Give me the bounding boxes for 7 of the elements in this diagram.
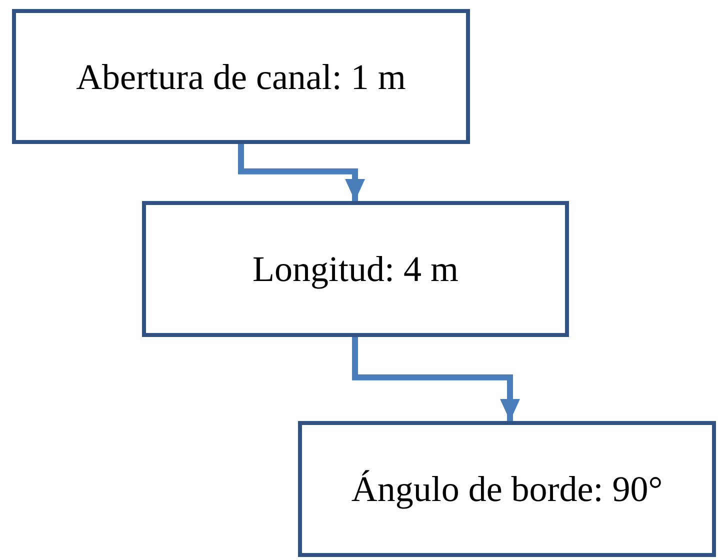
box-label: Longitud: 4 m xyxy=(252,248,458,290)
process-box xyxy=(12,9,470,144)
box-label: Ángulo de borde: 90° xyxy=(351,468,663,510)
arrow xyxy=(352,337,520,421)
process-box xyxy=(298,421,716,557)
box-label: Abertura de canal: 1 m xyxy=(76,56,406,98)
process-box xyxy=(142,201,569,337)
